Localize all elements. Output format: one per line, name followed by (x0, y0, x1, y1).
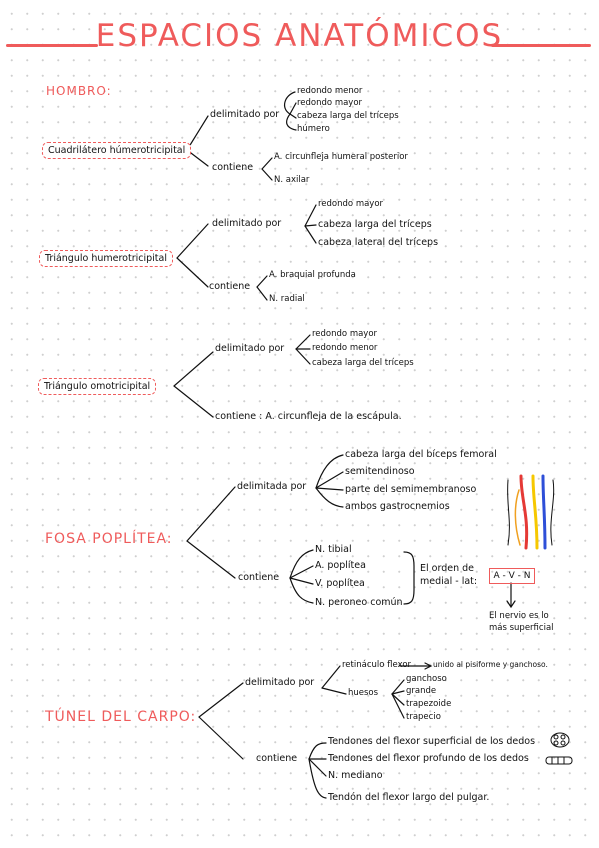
orden-label-2: medial - lat: (420, 576, 478, 587)
humero-delim-item: cabeza larga del tríceps (318, 219, 432, 230)
tunel-delimitado-label: delimitado por (245, 677, 315, 688)
cuadrilatero-delim-item: cabeza larga del tríceps (297, 111, 399, 121)
humero-delim-item: cabeza lateral del tríceps (318, 237, 439, 248)
triangulo-omotricipital-box: Triángulo omotricipital (38, 378, 157, 395)
tunel-contiene-item: Tendones del flexor superficial de los d… (328, 736, 536, 747)
fosa-contiene-item: V. poplítea (315, 578, 365, 589)
retinaculo-note: unido al pisiforme y ganchoso. (433, 660, 548, 669)
cuadrilatero-delim-item: redondo menor (297, 86, 363, 96)
section-hombro-label: HOMBRO: (46, 84, 112, 98)
humero-delimitado-label: delimitado por (212, 218, 282, 229)
fosa-delimitada-label: delimitada por (237, 481, 307, 492)
tunel-contiene-label: contiene (256, 753, 298, 764)
cuadrilatero-delim-item: húmero (297, 124, 330, 134)
fosa-contiene-item: N. peroneo común (315, 597, 403, 608)
hueso-item: trapecio (406, 712, 441, 722)
fosa-delim-item: semitendinoso (345, 466, 415, 477)
humero-contiene-item: A. braquial profunda (269, 270, 356, 280)
nerve-note-1: El nervio es lo (489, 611, 549, 621)
section-fosa-label: FOSA POPLÍTEA: (45, 531, 173, 547)
tendons-row-icon (545, 756, 573, 765)
cuadrilatero-contiene-label: contiene (212, 162, 254, 173)
tunel-contiene-item: N. mediano (328, 770, 383, 781)
nerve-note-2: más superficial (489, 623, 554, 633)
omo-delim-item: redondo mayor (312, 329, 378, 339)
omo-delim-item: cabeza larga del tríceps (312, 358, 414, 368)
cuadrilatero-delim-item: redondo mayor (297, 98, 363, 108)
cuadrilatero-box: Cuadrilátero húmerotricipital (42, 142, 192, 159)
page-title: ESPACIOS ANATÓMICOS (95, 18, 504, 54)
orden-label-1: El orden de (420, 563, 475, 574)
humero-contiene-item: N. radial (269, 294, 305, 304)
section-tunel-label: TÚNEL DEL CARPO: (45, 709, 197, 725)
hueso-item: grande (406, 686, 437, 696)
cuadrilatero-contiene-item: A. circunfleja humeral posterior (274, 152, 408, 162)
cuadrilatero-contiene-item: N. axilar (274, 175, 310, 185)
humero-contiene-label: contiene (209, 281, 251, 292)
fosa-delim-item: parte del semimembranoso (345, 484, 477, 495)
leg-vessels-illustration (507, 474, 555, 550)
fosa-contiene-item: A. poplítea (315, 560, 366, 571)
title-rule-left (6, 44, 98, 47)
omo-contiene-text: contiene : A. circunfleja de la escápula… (215, 411, 402, 422)
cuadrilatero-delimitado-label: delimitado por (210, 109, 280, 120)
fosa-delim-item: cabeza larga del bíceps femoral (345, 449, 497, 460)
fosa-delim-item: ambos gastrocnemios (345, 501, 450, 512)
tendons-circle-icon (550, 732, 570, 748)
fosa-contiene-item: N. tibial (315, 544, 352, 555)
hueso-item: trapezoide (406, 699, 452, 709)
humero-delim-item: redondo mayor (318, 199, 384, 209)
hueso-item: ganchoso (406, 674, 447, 684)
orden-value-box: A - V - N (489, 568, 535, 584)
title-rule-right (491, 44, 591, 47)
triangulo-humerotricipital-box: Triángulo humerotricipital (39, 250, 173, 267)
tunel-contiene-item: Tendón del flexor largo del pulgar. (328, 792, 490, 803)
fosa-contiene-label: contiene (238, 572, 280, 583)
omo-delimitado-label: delimitado por (215, 343, 285, 354)
retinaculo-text: retináculo flexor (342, 660, 412, 670)
huesos-label: huesos (348, 688, 379, 698)
tunel-contiene-item: Tendones del flexor profundo de los dedo… (328, 753, 529, 764)
omo-delim-item: redondo menor (312, 343, 378, 353)
